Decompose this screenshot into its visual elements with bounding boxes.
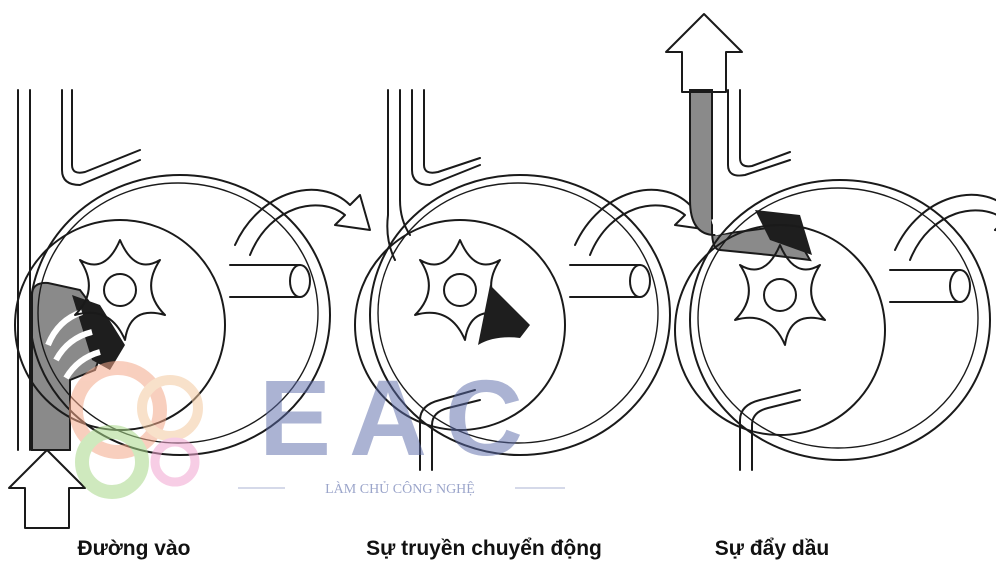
- panel-discharge: [665, 13, 996, 471]
- panel-intake: [8, 89, 371, 529]
- watermark-logo: [69, 361, 203, 499]
- watermark-text: EAC: [259, 357, 541, 478]
- caption-transfer: Sự truyền chuyển động: [366, 537, 602, 560]
- watermark-tagline: LÀM CHỦ CÔNG NGHỆ: [325, 480, 475, 497]
- caption-intake: Đường vào: [77, 537, 191, 560]
- caption-discharge: Sự đẩy dầu: [714, 537, 830, 560]
- panel-transfer: [354, 89, 711, 471]
